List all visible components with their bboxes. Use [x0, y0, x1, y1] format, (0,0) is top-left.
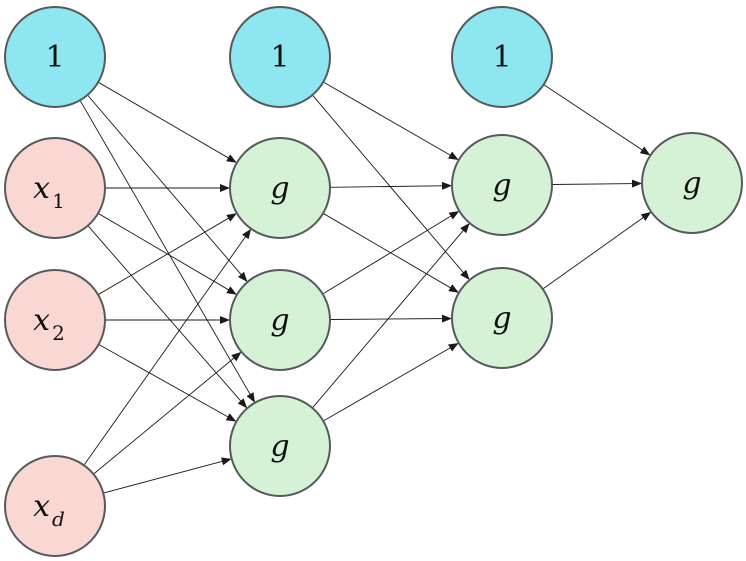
- edges-group: [79, 81, 652, 494]
- node-label-main: x: [33, 171, 50, 206]
- node-b2: 1: [451, 6, 553, 108]
- node-label-main: x: [33, 303, 50, 338]
- edge-x2-to-h13: [98, 344, 237, 422]
- hidden-node-circle: [451, 134, 553, 236]
- node-label-subscript: 1: [52, 189, 65, 213]
- node-label: g: [682, 166, 701, 201]
- edge-xd-to-h13: [103, 457, 232, 494]
- node-label-main: g: [492, 168, 511, 203]
- edge-h12-to-h22: [329, 314, 452, 323]
- edge-xd-to-h12: [93, 351, 242, 475]
- edge-xd-to-h11: [83, 228, 252, 466]
- node-label: g: [270, 303, 289, 338]
- node-h22: g: [451, 267, 553, 369]
- node-label-subscript: 2: [52, 321, 65, 345]
- edge-h12-to-h21: [322, 210, 460, 295]
- bias-node-circle: [229, 6, 331, 108]
- edge-x2-to-h11: [97, 213, 237, 296]
- node-label-main: g: [270, 171, 289, 206]
- input-node-circle: [4, 269, 106, 371]
- node-h21: g: [451, 134, 553, 236]
- hidden-node-circle: [229, 137, 331, 239]
- node-label: g: [270, 429, 289, 464]
- node-h12: g: [229, 269, 331, 371]
- input-node-circle: [4, 455, 106, 557]
- node-b0: 1: [4, 6, 106, 108]
- node-label: g: [492, 301, 511, 336]
- node-label: g: [270, 171, 289, 206]
- hidden-node-circle: [229, 269, 331, 371]
- node-out: g: [641, 132, 743, 234]
- bias-node-circle: [451, 6, 553, 108]
- edge-b0-to-h11: [97, 81, 237, 163]
- edge-b0-to-h13: [79, 100, 256, 403]
- node-label-main: x: [33, 489, 50, 524]
- node-label-main: 1: [45, 40, 64, 75]
- node-h11: g: [229, 137, 331, 239]
- edge-b1-to-h22: [312, 94, 470, 280]
- hidden-node-circle: [451, 267, 553, 369]
- node-label-main: 1: [270, 40, 289, 75]
- node-label-main: g: [270, 429, 289, 464]
- node-label-main: g: [682, 166, 701, 201]
- node-h13: g: [229, 395, 331, 497]
- node-label: 1: [45, 40, 64, 75]
- node-label: g: [492, 168, 511, 203]
- node-label-subscript: d: [52, 507, 65, 531]
- edge-b1-to-h21: [323, 81, 459, 160]
- edge-b2-to-out: [543, 84, 651, 156]
- node-label: 1: [492, 40, 511, 75]
- hidden-node-circle: [641, 132, 743, 234]
- hidden-node-circle: [229, 395, 331, 497]
- edge-h13-to-h21: [312, 223, 470, 409]
- node-label-main: 1: [492, 40, 511, 75]
- edge-x1-to-h13: [87, 225, 248, 409]
- node-b1: 1: [229, 6, 331, 108]
- node-label-main: g: [270, 303, 289, 338]
- node-label: 1: [270, 40, 289, 75]
- edge-h11-to-h21: [329, 181, 452, 190]
- bias-node-circle: [4, 6, 106, 108]
- edge-h21-to-out: [551, 179, 642, 188]
- input-node-circle: [4, 137, 106, 239]
- edge-h22-to-out: [542, 211, 652, 290]
- node-label-main: g: [492, 301, 511, 336]
- edge-h13-to-h22: [323, 343, 459, 422]
